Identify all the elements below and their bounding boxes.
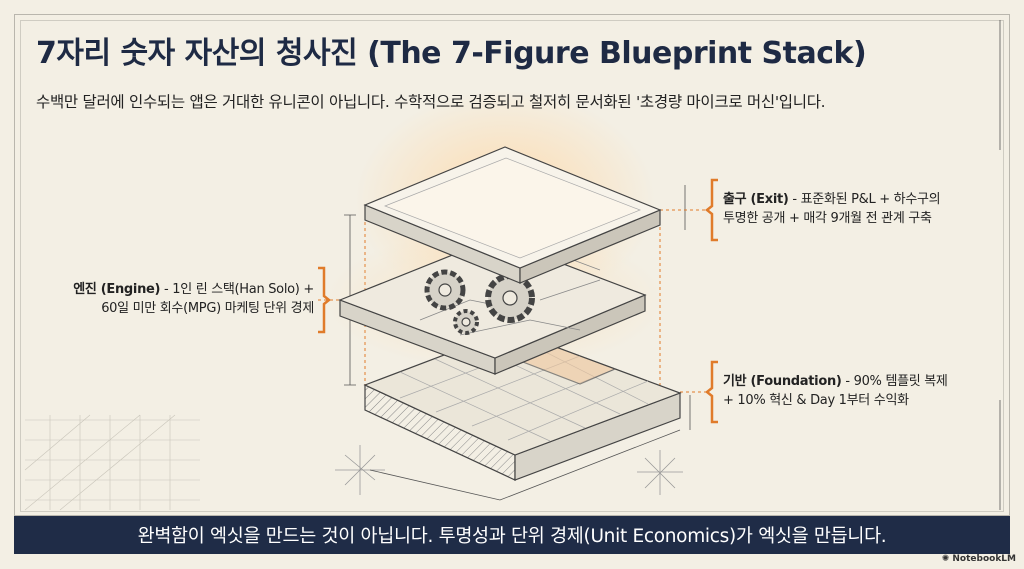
engine-layer [338,237,647,375]
foundation-label: 기반 (Foundation) - 90% 템플릿 복제 + 10% 혁신 & … [723,372,948,410]
exit-line1: - 표준화된 P&L + 하수구의 [788,192,941,207]
blueprint-frame-inner [20,20,1004,512]
foundation-line1: - 90% 템플릿 복제 [841,374,948,389]
watermark-text: NotebookLM [952,554,1016,564]
compass-star-icon [335,445,683,495]
foundation-line2: + 10% 혁신 & Day 1부터 수익화 [723,393,909,408]
bottom-banner: 완벽함이 엑싯을 만드는 것이 아닙니다. 투명성과 단위 경제(Unit Ec… [14,516,1010,554]
foundation-layer [363,329,682,481]
engine-line2: 60일 미만 회수(MPG) 마케팅 단위 경제 [101,301,314,316]
blueprint-frame-outer [14,14,1010,516]
page-subtitle: 수백만 달러에 인수되는 앱은 거대한 유니콘이 아닙니다. 수학적으로 검증되… [36,93,826,111]
exit-heading: 출구 (Exit) [723,192,789,207]
foundation-heading: 기반 (Foundation) [723,374,842,389]
engine-line1: - 1인 린 스택(Han Solo) + [160,282,314,297]
exit-line2: 투명한 공개 + 매각 9개월 전 관계 구축 [723,211,932,226]
engine-label: 엔진 (Engine) - 1인 린 스택(Han Solo) + 60일 미만… [73,280,314,318]
background-grid [24,414,200,511]
engine-heading: 엔진 (Engine) [73,282,161,297]
bracket-icons [318,178,718,424]
banner-text: 완벽함이 엑싯을 만드는 것이 아닙니다. 투명성과 단위 경제(Unit Ec… [137,526,887,547]
exit-label: 출구 (Exit) - 표준화된 P&L + 하수구의 투명한 공개 + 매각 … [723,190,941,228]
page-title: 7자리 숫자 자산의 청사진 (The 7-Figure Blueprint S… [36,36,867,71]
exit-layer [363,146,662,284]
notebooklm-watermark: ✺ NotebookLM [941,554,1016,564]
